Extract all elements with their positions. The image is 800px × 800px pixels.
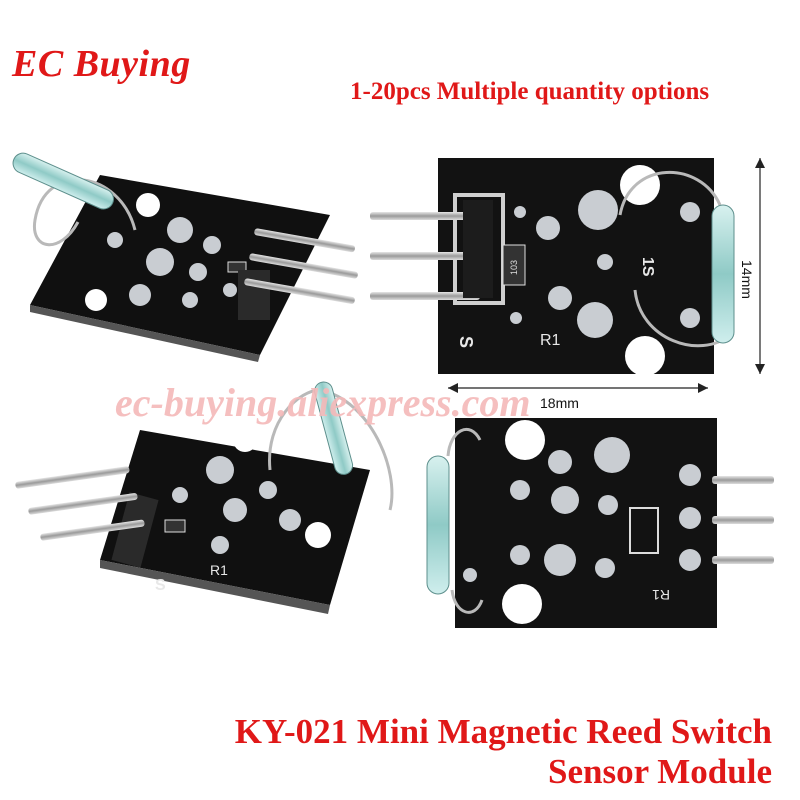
mount-hole — [136, 193, 160, 217]
silk-1s: 1S — [639, 257, 656, 277]
silk-r1: R1 — [652, 587, 670, 603]
quantity-options-text: 1-20pcs Multiple quantity options — [350, 78, 710, 105]
module-photo-top-right: 103 R1 S 1S — [370, 158, 765, 393]
solder-pads — [107, 217, 237, 308]
pcb-board — [455, 418, 717, 628]
header-pins — [712, 476, 774, 564]
mount-hole — [625, 336, 665, 376]
module-photo-bottom-right: R1 — [426, 418, 774, 628]
pin-header — [463, 200, 493, 298]
reed-switch-glass — [314, 381, 354, 475]
smd-resistor — [502, 244, 526, 286]
watermark: ec-buying.aliexpress.com — [115, 380, 531, 425]
reed-lead — [618, 171, 722, 216]
silk-s: S — [456, 336, 476, 348]
solder-pads — [172, 456, 301, 554]
module-photo-bottom-left: S R1 — [15, 381, 394, 614]
width-dimension-label: 18mm — [540, 395, 579, 411]
header-pins — [244, 228, 358, 304]
pin-header — [238, 270, 270, 320]
pcb-edge — [100, 560, 330, 614]
mount-hole — [505, 420, 545, 460]
pcb-edge — [30, 305, 260, 362]
silk-s: S — [155, 577, 166, 594]
reed-switch-glass — [711, 204, 735, 344]
reed-lead — [446, 427, 482, 457]
resistor-outline — [629, 507, 659, 554]
height-dimension-label: 14mm — [739, 260, 755, 299]
pin-header — [111, 492, 159, 568]
smd-resistor — [164, 519, 186, 533]
module-photo-top-left — [12, 152, 358, 362]
header-pins — [15, 466, 145, 541]
silk-r1: R1 — [540, 332, 561, 349]
mount-hole — [85, 289, 107, 311]
reed-switch-glass — [426, 455, 450, 595]
reed-lead — [33, 178, 137, 247]
reed-switch-glass — [12, 152, 114, 210]
chip-label: 103 — [509, 260, 519, 275]
product-title-line-1: KY-021 Mini Magnetic Reed Switch — [234, 712, 772, 751]
smd-resistor — [227, 261, 247, 273]
header-pins — [370, 212, 480, 300]
product-title-line-2: Sensor Module — [548, 752, 772, 791]
solder-pads — [510, 190, 700, 338]
mount-hole — [502, 584, 542, 624]
reed-lead — [450, 589, 484, 614]
mount-hole — [233, 428, 257, 452]
mount-hole — [305, 522, 331, 548]
solder-pads — [463, 437, 701, 582]
brand-logo: EC Buying — [12, 43, 191, 85]
silk-r1: R1 — [210, 562, 228, 578]
